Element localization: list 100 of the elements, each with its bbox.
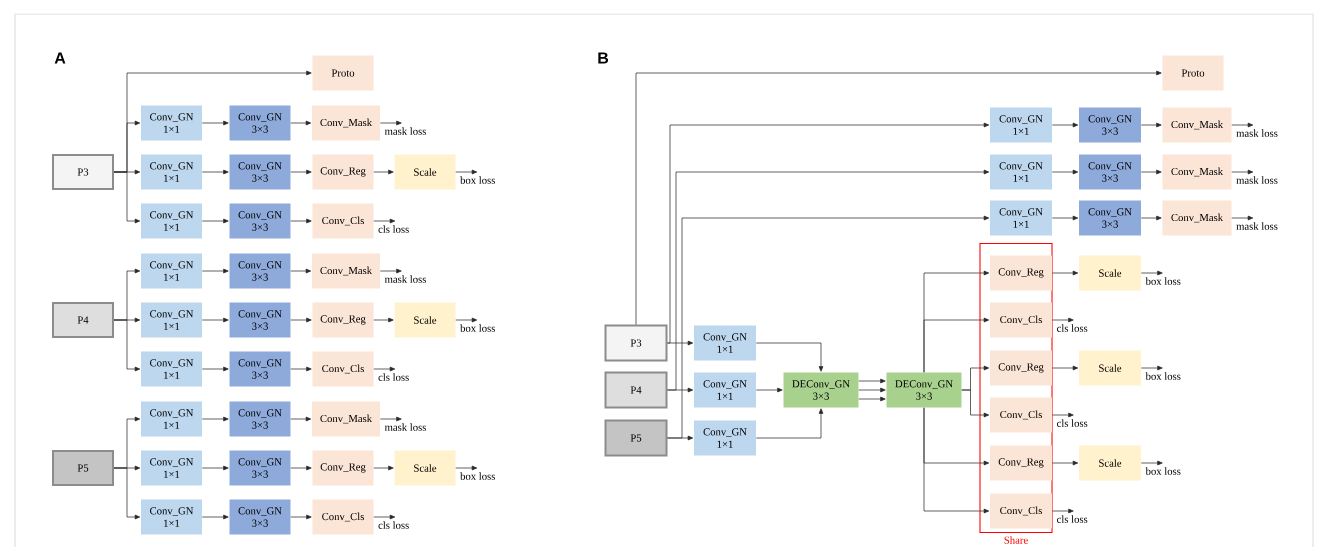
deconv-box: DEConv_GN 3×3	[886, 372, 962, 408]
arrow	[201, 169, 229, 175]
edge-label: cls loss	[377, 520, 411, 530]
output-box: Conv_Mask	[1162, 200, 1232, 236]
arrow	[455, 317, 478, 323]
arrow	[201, 268, 229, 274]
edge-label: cls loss	[377, 372, 411, 382]
input-box: P3	[52, 154, 114, 190]
arrow	[755, 387, 783, 393]
conv-box: Conv_GN 1×1	[694, 372, 756, 408]
arrow	[373, 514, 396, 520]
output-box: Conv_Cls	[312, 351, 374, 387]
output-box: Proto	[1162, 55, 1224, 91]
input-box: P5	[52, 450, 114, 486]
arrow	[858, 387, 886, 393]
edge-label: cls loss	[1055, 514, 1089, 524]
output-box: Conv_Reg	[312, 302, 374, 338]
arrow	[1051, 365, 1079, 371]
output-box: Conv_Mask	[1162, 154, 1232, 190]
arrow	[1051, 317, 1074, 323]
edge-label: box loss	[459, 323, 497, 333]
scale-box: Scale	[394, 450, 456, 486]
arrow	[201, 317, 229, 323]
arrow	[755, 408, 824, 439]
conv-box: Conv_GN 3×3	[1079, 107, 1141, 143]
arrow	[113, 171, 141, 224]
edge-label: box loss	[1144, 276, 1182, 286]
arrow	[1140, 122, 1162, 128]
arrow	[290, 514, 312, 520]
arrow	[1051, 270, 1079, 276]
arrow	[1140, 460, 1163, 466]
arrow	[201, 120, 229, 126]
edge-label: cls loss	[1055, 418, 1089, 428]
edge-label: mask loss	[383, 274, 428, 284]
conv-box: Conv_GN 3×3	[229, 105, 291, 141]
input-box: P4	[52, 302, 114, 338]
arrow	[858, 378, 886, 384]
arrow	[858, 396, 886, 402]
scale-box: Scale	[394, 154, 456, 190]
conv-box: Conv_GN 1×1	[141, 105, 202, 141]
scale-box: Scale	[1079, 350, 1141, 386]
arrow	[1051, 215, 1079, 221]
arrow	[379, 120, 402, 126]
arrow	[1051, 169, 1079, 175]
conv-box: Conv_GN 1×1	[141, 203, 202, 239]
arrow	[1140, 365, 1163, 371]
arrow	[667, 435, 694, 441]
arrow	[961, 389, 990, 418]
arrow	[455, 465, 478, 471]
conv-box: Conv_GN 1×1	[141, 450, 202, 486]
output-box: Conv_Mask	[1162, 107, 1232, 143]
arrow	[635, 70, 1162, 325]
arrow	[923, 317, 990, 373]
scale-box: Scale	[1079, 255, 1141, 291]
conv-box: Conv_GN 3×3	[229, 302, 291, 338]
input-box: P3	[604, 324, 668, 362]
arrow	[373, 317, 394, 323]
scale-box: Scale	[1079, 445, 1141, 481]
output-box: Conv_Cls	[312, 203, 374, 239]
conv-box: Conv_GN 1×1	[141, 351, 202, 387]
output-box: Conv_Cls	[312, 499, 374, 535]
arrow	[373, 218, 396, 224]
conv-box: Conv_GN 1×1	[990, 107, 1052, 143]
arrow	[201, 465, 229, 471]
arrow	[290, 416, 312, 422]
conv-box: Conv_GN 3×3	[229, 253, 291, 289]
output-box: Conv_Cls	[990, 493, 1052, 529]
panel-letter: A	[54, 52, 66, 64]
conv-box: Conv_GN 3×3	[229, 203, 291, 239]
output-box: Conv_Reg	[990, 445, 1052, 481]
conv-box: Conv_GN 3×3	[229, 499, 291, 535]
deconv-box: DEConv_GN 3×3	[783, 372, 859, 408]
arrow	[290, 169, 312, 175]
conv-box: Conv_GN 1×1	[694, 325, 756, 361]
edge-label: mask loss	[1235, 128, 1279, 138]
conv-box: Conv_GN 3×3	[229, 351, 291, 387]
output-box: Conv_Mask	[312, 105, 380, 141]
arrow	[201, 218, 229, 224]
scale-box: Scale	[394, 302, 456, 338]
conv-box: Conv_GN 1×1	[141, 499, 202, 535]
conv-box: Conv_GN 3×3	[229, 401, 291, 437]
edge-label: box loss	[1144, 371, 1182, 381]
conv-box: Conv_GN 1×1	[141, 302, 202, 338]
arrow	[923, 407, 990, 514]
conv-box: Conv_GN 3×3	[229, 450, 291, 486]
edge-label: box loss	[459, 471, 497, 481]
conv-box: Conv_GN 1×1	[141, 401, 202, 437]
arrow	[201, 416, 229, 422]
arrow	[1051, 508, 1074, 514]
output-box: Conv_Mask	[312, 253, 380, 289]
arrow	[1140, 215, 1162, 221]
edge-label: mask loss	[383, 126, 428, 136]
output-box: Conv_Cls	[990, 302, 1052, 338]
panel-letter: B	[598, 52, 609, 64]
arrow	[455, 169, 478, 175]
arrow	[290, 366, 312, 372]
arrow	[1231, 122, 1254, 128]
conv-box: Conv_GN 3×3	[1079, 154, 1141, 190]
output-box: Conv_Cls	[990, 397, 1052, 433]
output-box: Proto	[312, 55, 374, 91]
